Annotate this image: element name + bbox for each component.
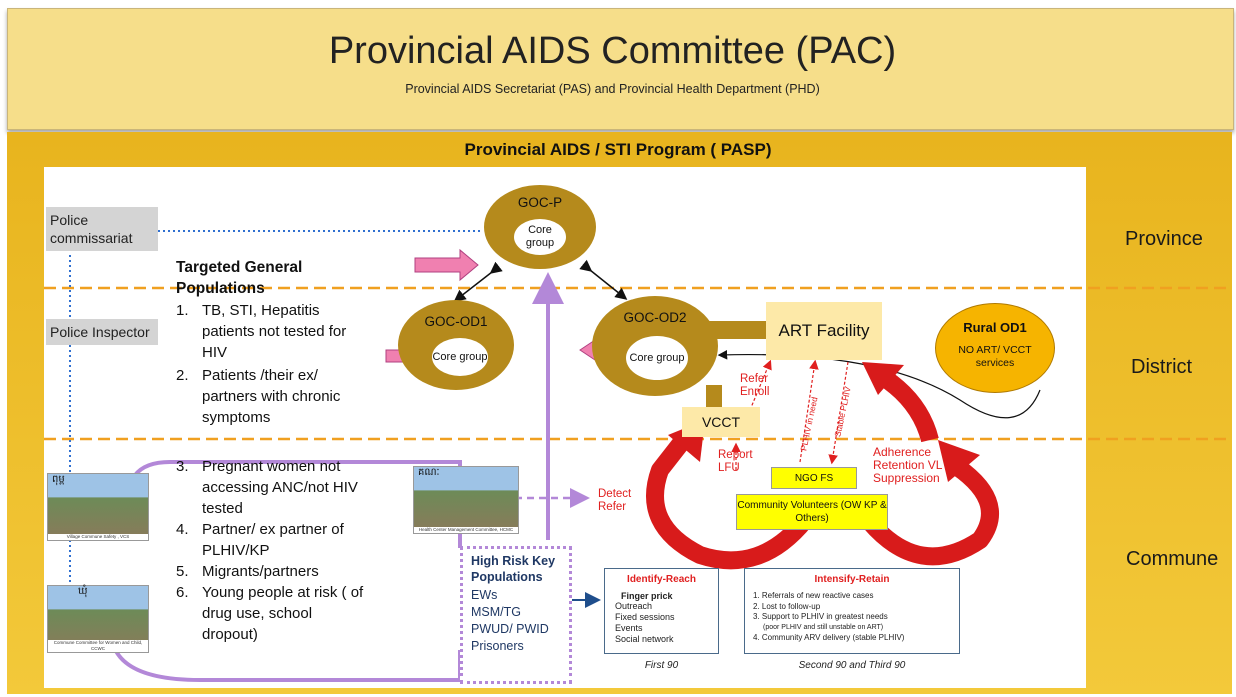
- gocod2-label: GOC-OD2: [623, 310, 687, 325]
- identify-reach-item: Social network: [615, 634, 674, 644]
- targeted-item: 5. Migrants/partners: [176, 561, 381, 582]
- gocod2-art-bar: [708, 321, 768, 339]
- intensify-retain-title: Intensify-Retain: [814, 574, 890, 585]
- second-third-90-caption: Second 90 and Third 90: [798, 660, 906, 671]
- intensify-retain-item: (poor PLHIV and still unstable on ART): [763, 623, 884, 631]
- ngo-fs-box: NGO FS: [771, 467, 857, 489]
- plhiv-need-arrow: [799, 359, 819, 463]
- identify-reach-lead: Finger prick: [621, 591, 673, 601]
- targeted-heading: Targeted General Populations: [176, 259, 303, 297]
- refer-enroll-label: Refer Enroll: [740, 373, 770, 398]
- high-risk-item: MSM/TG: [471, 605, 521, 619]
- targeted-item-text: Partner/ ex partner of PLHIV/KP: [202, 521, 344, 559]
- level-district-label: District: [1131, 356, 1193, 378]
- hcmc-photo-caption: Health Center Management Committee, HCMC: [414, 527, 518, 533]
- gocp-label: GOC-P: [517, 195, 563, 210]
- pink-arrow-gocp: [414, 248, 479, 282]
- targeted-item-num: 2.: [176, 367, 189, 384]
- vcs-photo: ពុម្ព Village Commune Safety , VCS: [47, 473, 149, 541]
- targeted-item-num: 1.: [176, 302, 189, 319]
- high-risk-list: EWs MSM/TG PWUD/ PWID Prisoners: [471, 587, 549, 655]
- targeted-item: 1. TB, STI, Hepatitis patients not tested…: [176, 300, 381, 363]
- level-province-label: Province: [1125, 228, 1203, 250]
- targeted-item-num: 3.: [176, 458, 189, 475]
- ccwc-photo-caption: Commune Committee for Women and Child, C…: [48, 640, 148, 652]
- program-title: Provincial AIDS / STI Program ( PASP): [464, 140, 772, 159]
- high-risk-box: High Risk Key Populations EWs MSM/TG PWU…: [460, 546, 572, 684]
- refer-enroll-arrow: [742, 359, 772, 419]
- ccwc-photo: ឃុំ Commune Committee for Women and Chil…: [47, 585, 149, 653]
- gocp-gocod1-arrow: [453, 261, 503, 302]
- gocp-gocod2-arrow: [579, 259, 628, 300]
- up-red-head: [862, 362, 904, 395]
- detect-refer-label: Detect Refer: [598, 488, 632, 513]
- targeted-item-num: 5.: [176, 563, 189, 580]
- identify-reach-item: Fixed sessions: [615, 612, 675, 622]
- right-red-loop-head: [938, 440, 980, 482]
- intensify-retain-list: 1. Referrals of new reactive cases 2. Lo…: [753, 591, 959, 644]
- targeted-item: 6. Young people at risk ( of drug use, sc…: [176, 582, 381, 645]
- header-banner: [7, 8, 1234, 130]
- level-commune-label: Commune: [1126, 548, 1219, 570]
- left-red-loop-arrow: [646, 432, 812, 570]
- gocod2-node: GOC-OD2 Core group: [592, 296, 718, 396]
- targeted-item-text: Migrants/partners: [202, 563, 319, 580]
- purple-bottom-loop: [110, 639, 462, 682]
- khmer-script-icon: ពុម្ព: [52, 474, 65, 485]
- gocod1-label: GOC-OD1: [424, 314, 488, 329]
- identify-reach-title: Identify-Reach: [627, 574, 696, 585]
- stable-plhiv-arrow: [828, 361, 849, 465]
- intensify-retain-item: 3. Support to PLHIV in greatest needs: [753, 612, 888, 621]
- targeted-item-num: 4.: [176, 521, 189, 538]
- high-risk-item: EWs: [471, 588, 498, 602]
- up-red-arrow: [875, 367, 939, 443]
- right-red-loop-arrow: [863, 454, 999, 566]
- vcct-box: VCCT: [682, 407, 760, 437]
- high-risk-item: PWUD/ PWID: [471, 622, 549, 636]
- vcs-photo-caption: Village Commune Safety , VCS: [48, 534, 148, 540]
- page-title: Provincial AIDS Committee (PAC): [328, 30, 897, 72]
- identify-reach-card: Identify-Reach Finger prick Outreach Fix…: [604, 568, 719, 654]
- community-volunteers-box: Community Volunteers (OW KP & Others): [736, 494, 888, 530]
- rural-od1-title: Rural OD1: [963, 320, 1027, 335]
- targeted-item-text: Young people at risk ( of drug use, scho…: [202, 584, 364, 643]
- hcmc-photo: គណៈ Health Center Management Committee, …: [413, 466, 519, 534]
- targeted-list-bottom: 3. Pregnant women not accessing ANC/not H…: [176, 456, 381, 645]
- high-risk-heading: High Risk Key Populations: [471, 554, 556, 584]
- gocod1-core-group: Core group: [432, 338, 488, 376]
- targeted-item-text: Patients /their ex/ partners with chroni…: [202, 367, 341, 426]
- gocp-core-group: Core group: [514, 219, 566, 255]
- targeted-list-top: 1. TB, STI, Hepatitis patients not tested…: [176, 300, 381, 428]
- adherence-label: Adherence Retention VL Suppression: [873, 445, 942, 485]
- high-risk-item: Prisoners: [471, 639, 524, 653]
- targeted-item: 3. Pregnant women not accessing ANC/not H…: [176, 456, 381, 519]
- police-commissariat-box: Police commissariat: [46, 207, 158, 251]
- art-facility-box: ART Facility: [766, 302, 882, 360]
- identify-reach-item: Events: [615, 623, 643, 633]
- khmer-script-icon: គណៈ: [418, 467, 440, 478]
- identify-reach-list: Outreach Fixed sessions Events Social ne…: [615, 601, 718, 645]
- rural-od1-body: NO ART/ VCCT services: [958, 344, 1032, 369]
- rural-od1-node: Rural OD1 NO ART/ VCCT services: [935, 303, 1055, 393]
- gocod2-core-group: Core group: [626, 336, 688, 380]
- intensify-retain-card: Intensify-Retain 1. Referrals of new rea…: [744, 568, 960, 654]
- intensify-retain-item: 1. Referrals of new reactive cases: [753, 591, 874, 600]
- first-90-caption: First 90: [644, 660, 679, 671]
- intensify-retain-item: 4. Community ARV delivery (stable PLHIV): [753, 633, 905, 642]
- targeted-item-text: Pregnant women not accessing ANC/not HIV…: [202, 458, 358, 517]
- gocod1-node: GOC-OD1 Core group: [398, 300, 514, 390]
- police-inspector-box: Police Inspector: [46, 319, 158, 345]
- khmer-script-icon: ឃុំ: [78, 586, 88, 597]
- page-subtitle: Provincial AIDS Secretariat (PAS) and Pr…: [405, 82, 820, 96]
- report-lfu-label: Report LFU: [718, 449, 753, 474]
- identify-reach-item: Outreach: [615, 601, 653, 611]
- targeted-item-num: 6.: [176, 584, 189, 601]
- targeted-item: 4. Partner/ ex partner of PLHIV/KP: [176, 519, 381, 561]
- targeted-item-text: TB, STI, Hepatitis patients not tested f…: [202, 302, 347, 361]
- gocp-node: GOC-P Core group: [484, 185, 596, 269]
- targeted-item: 2. Patients /their ex/ partners with chro…: [176, 365, 381, 428]
- intensify-retain-item: 2. Lost to follow-up: [753, 601, 821, 611]
